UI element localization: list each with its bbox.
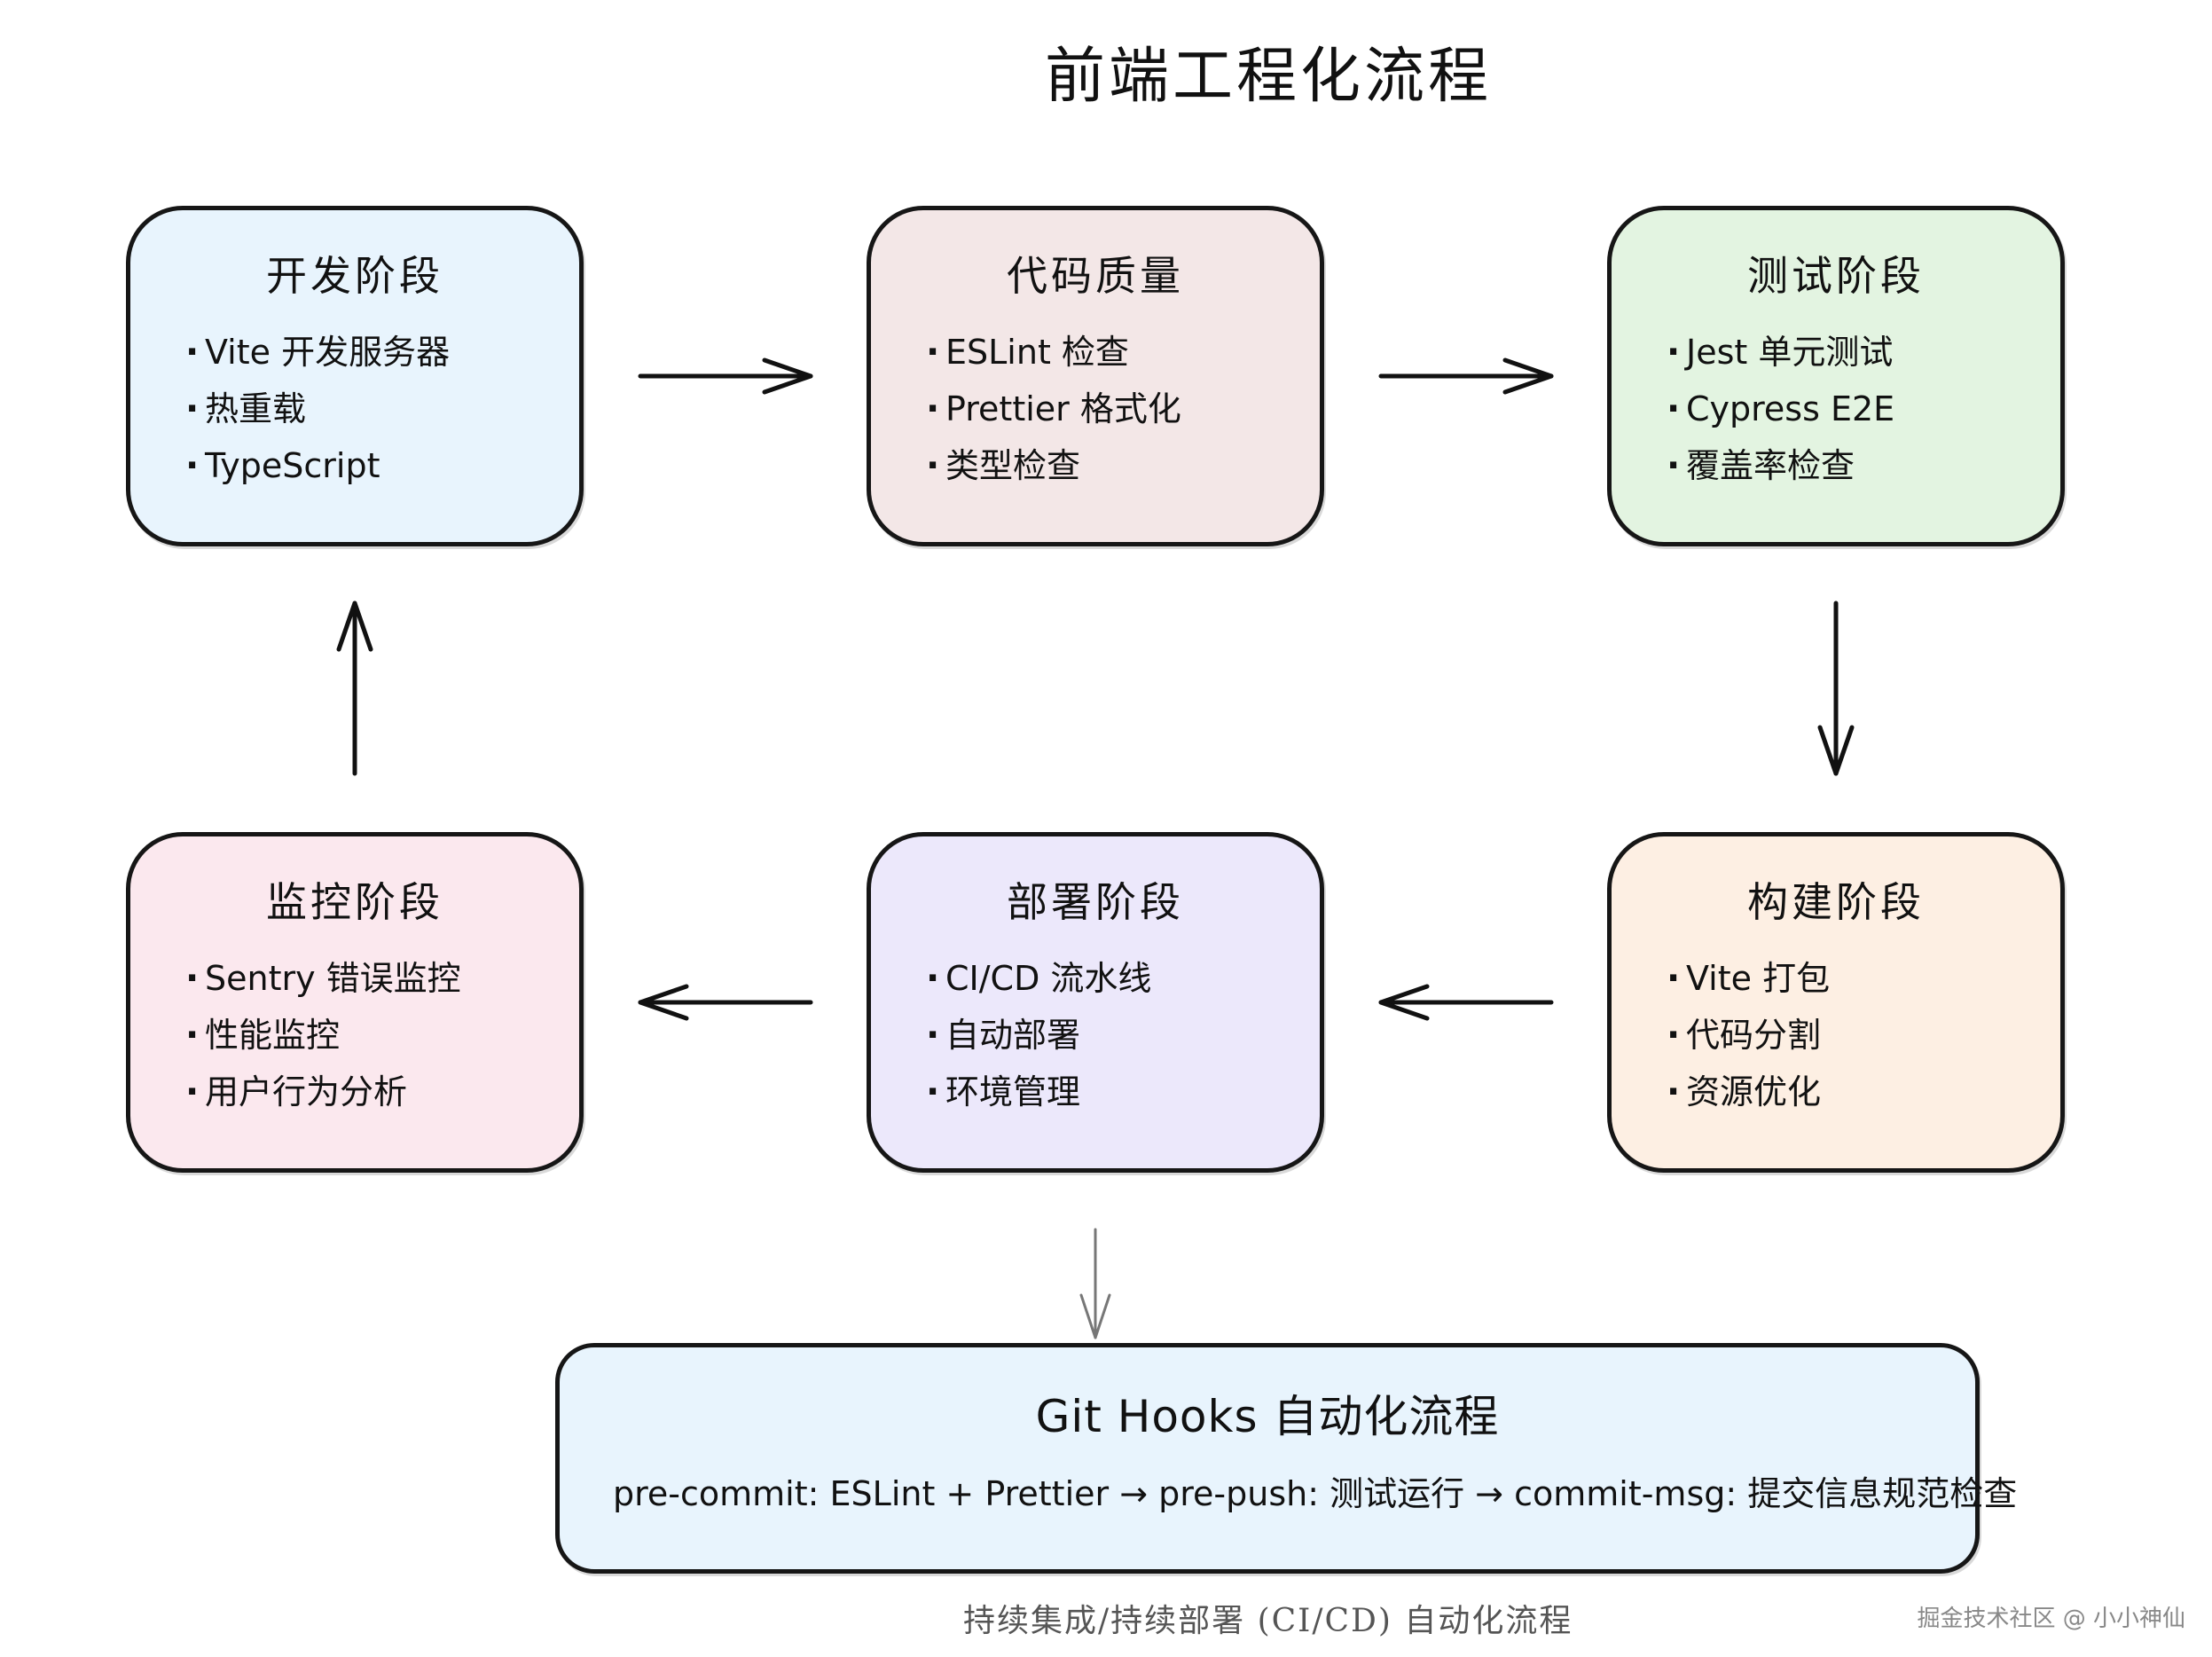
stage-deployment: 部署阶段 CI/CD 流水线 自动部署 环境管理 (867, 832, 1324, 1173)
git-hooks-box: Git Hooks 自动化流程 pre-commit: ESLint + Pre… (555, 1343, 2017, 1574)
stage-title: 构建阶段 (1747, 878, 1925, 926)
stage-item: Vite 打包 (1667, 950, 1830, 1007)
diagram-caption: 持续集成/持续部署 (CI/CD) 自动化流程 (963, 1603, 1573, 1639)
stage-development: 开发阶段 Vite 开发服务器 热重载 TypeScript (126, 206, 584, 546)
stage-monitoring: 监控阶段 Sentry 错误监控 性能监控 用户行为分析 (126, 832, 584, 1173)
stage-code-quality: 代码质量 ESLint 检查 Prettier 格式化 类型检查 (867, 206, 1324, 546)
stage-title: 监控阶段 (266, 878, 443, 926)
stage-item-list: Jest 单元测试 Cypress E2E 覆盖率检查 (1667, 324, 1894, 494)
stage-title: 测试阶段 (1747, 252, 1925, 300)
stage-title: 代码质量 (1007, 252, 1184, 300)
stage-item: 资源优化 (1667, 1064, 1830, 1120)
arrow-testing-to-build (1817, 601, 1855, 776)
arrow-dev-to-quality (638, 357, 813, 395)
stage-testing: 测试阶段 Jest 单元测试 Cypress E2E 覆盖率检查 (1607, 206, 2065, 546)
stage-item: 热重载 (185, 381, 450, 437)
diagram-title: 前端工程化流程 (1044, 42, 1492, 112)
stage-item: 覆盖率检查 (1667, 437, 1894, 494)
stage-item: Jest 单元测试 (1667, 324, 1894, 381)
stage-item: Prettier 格式化 (926, 381, 1181, 437)
stage-item-list: CI/CD 流水线 自动部署 环境管理 (926, 950, 1151, 1120)
stage-item-list: ESLint 检查 Prettier 格式化 类型检查 (926, 324, 1181, 494)
stage-item: 用户行为分析 (185, 1064, 461, 1120)
stage-title: 开发阶段 (266, 252, 443, 300)
stage-item-list: Sentry 错误监控 性能监控 用户行为分析 (185, 950, 461, 1120)
stage-item: 环境管理 (926, 1064, 1151, 1120)
stage-item: Vite 开发服务器 (185, 324, 450, 381)
stage-item: TypeScript (185, 437, 450, 494)
arrow-quality-to-testing (1378, 357, 1554, 395)
stage-item: 代码分割 (1667, 1007, 1830, 1064)
git-hooks-title: Git Hooks 自动化流程 (1035, 1391, 1500, 1442)
stage-item: Sentry 错误监控 (185, 950, 461, 1007)
stage-item-list: Vite 打包 代码分割 资源优化 (1667, 950, 1830, 1120)
stage-item: 自动部署 (926, 1007, 1151, 1064)
stage-item: Cypress E2E (1667, 381, 1894, 437)
stage-title: 部署阶段 (1007, 878, 1184, 926)
stage-item: CI/CD 流水线 (926, 950, 1151, 1007)
stage-item-list: Vite 开发服务器 热重载 TypeScript (185, 324, 450, 494)
watermark: 掘金技术社区 @ 小小神仙 (1917, 1606, 2185, 1632)
arrow-deploy-to-hooks (1079, 1228, 1111, 1339)
arrow-monitor-to-dev (336, 601, 373, 776)
arrow-deploy-to-monitor (638, 984, 813, 1021)
stage-item: 性能监控 (185, 1007, 461, 1064)
arrow-build-to-deploy (1378, 984, 1554, 1021)
stage-build: 构建阶段 Vite 打包 代码分割 资源优化 (1607, 832, 2065, 1173)
stage-item: 类型检查 (926, 437, 1181, 494)
stage-item: ESLint 检查 (926, 324, 1181, 381)
git-hooks-flow: pre-commit: ESLint + Prettier → pre-push… (613, 1474, 2018, 1513)
